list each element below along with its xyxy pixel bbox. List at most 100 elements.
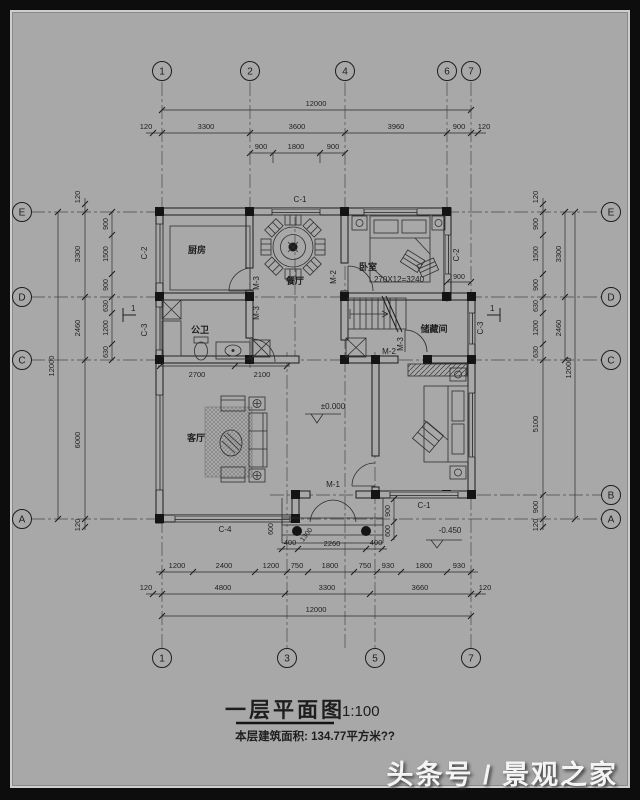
dim-text: 600 xyxy=(268,523,275,535)
axis-label: E xyxy=(608,208,615,219)
dim-text: 900 xyxy=(453,274,465,281)
dim-text: 2260 xyxy=(324,539,341,548)
room-label-storage: 储藏间 xyxy=(420,323,447,334)
dim-text: 1500 xyxy=(103,246,110,262)
dim-text: 630 xyxy=(533,346,540,358)
bed-bedroom1 xyxy=(351,215,446,283)
axis-bubble-bottom-3: 3 xyxy=(277,648,297,668)
dim-text: 900 xyxy=(327,142,340,151)
dim-text: 5100 xyxy=(531,416,540,433)
axis-bubble-right-C: C xyxy=(601,350,621,370)
dim-text: 2400 xyxy=(216,561,233,570)
axis-bubble-right-B: B xyxy=(601,485,621,505)
dim-text: 400 xyxy=(284,538,297,547)
axis-label: 1 xyxy=(159,654,165,665)
axis-bubble-left-E: E xyxy=(12,202,32,222)
door-label-m2-storage: M-2 xyxy=(382,347,396,356)
level-text: -0.450 xyxy=(439,526,462,535)
axis-bubble-bottom-1: 1 xyxy=(152,648,172,668)
axis-bubble-right-D: D xyxy=(601,287,621,307)
dim-text: 4800 xyxy=(215,583,232,592)
staircase xyxy=(347,295,407,333)
floor-box-1 xyxy=(252,339,271,358)
axis-bubble-left-C: C xyxy=(12,350,32,370)
window-label-c2-left: C-2 xyxy=(140,246,149,259)
dim-text: 750 xyxy=(359,561,372,570)
living-room-set xyxy=(204,395,268,483)
axis-grid-lines xyxy=(31,82,602,649)
axis-label: A xyxy=(608,515,615,526)
dim-text: 2700 xyxy=(189,370,206,379)
dim-text: 630 xyxy=(533,300,540,312)
dim-text: 630 xyxy=(103,300,110,312)
axis-label: A xyxy=(19,515,26,526)
level-porch: -0.450 xyxy=(426,526,462,549)
door-m1-arc xyxy=(309,499,357,523)
axis-label: C xyxy=(607,356,614,367)
dim-text: 600 xyxy=(385,525,392,537)
plan-labels: 厨房 餐厅 卧室 270X12=3240 公卫 客厅 储藏间 C-1 C-2 C… xyxy=(140,195,485,534)
axis-label: D xyxy=(607,293,614,304)
title-block: 一层平面图 1:100 本层建筑面积: 134.77平方米?? xyxy=(225,699,395,743)
drawing-title: 一层平面图 xyxy=(225,699,345,722)
dining-table xyxy=(260,214,326,280)
dim-text: 120 xyxy=(531,191,540,204)
axis-label: 4 xyxy=(342,67,348,78)
axis-bubble-left-A: A xyxy=(12,509,32,529)
window-label-c3-right: C-3 xyxy=(476,321,485,334)
dimensions-top: 12000 120 3300 3600 3960 900 120 900 180… xyxy=(140,99,491,163)
dim-text: 3300 xyxy=(73,246,82,263)
dim-text: 1500 xyxy=(533,246,540,262)
window-c2-left xyxy=(155,223,164,284)
axis-bubble-left-D: D xyxy=(12,287,32,307)
dim-text: 3660 xyxy=(412,583,429,592)
room-label-kitchen: 厨房 xyxy=(188,244,206,255)
axis-label: 1 xyxy=(159,67,165,78)
dim-text: 2460 xyxy=(73,320,82,337)
axis-bubbles: 1 2 4 6 7 1 3 5 7 E D C A E D C B A xyxy=(12,61,621,668)
window-c2-right xyxy=(444,234,453,275)
window-c4-bottom xyxy=(174,515,291,524)
dim-text: 900 xyxy=(531,501,540,514)
door-label-m2-bedroom1: M-2 xyxy=(329,270,338,284)
dimensions-bottom: 1200 2400 1200 750 1800 750 930 1800 930… xyxy=(140,561,491,620)
door-label-m1: M-1 xyxy=(326,480,340,489)
axis-label: 2 xyxy=(247,67,253,78)
floor-box-2 xyxy=(345,337,367,358)
door-m2-bedroom1-arc xyxy=(347,265,374,292)
door-storage-arc xyxy=(404,329,428,353)
drawing-paper xyxy=(10,10,630,788)
dim-text: 1200 xyxy=(103,320,110,336)
axis-bubble-top-4: 4 xyxy=(335,61,355,81)
dimensions-inplan: 2700 2100 400 2260 400 600 900 600 1300 … xyxy=(156,274,475,553)
section-number: 1 xyxy=(490,304,495,313)
dim-text: 900 xyxy=(385,505,392,517)
dim-text: 900 xyxy=(533,279,540,291)
dim-text: 930 xyxy=(453,561,466,570)
dim-text: 930 xyxy=(382,561,395,570)
door-m2-bedroom2-arc xyxy=(351,462,376,487)
door-label-m3-storage: M-3 xyxy=(396,337,405,351)
dim-text: 1800 xyxy=(416,561,433,570)
dim-text: 900 xyxy=(453,122,466,131)
dim-text: 2100 xyxy=(254,370,271,379)
dim-text: 120 xyxy=(478,122,491,131)
dim-text: 120 xyxy=(73,191,82,204)
window-label-c1-top: C-1 xyxy=(294,195,307,204)
dimensions-right: 120 900 1500 900 630 1200 630 5100 900 1… xyxy=(531,191,579,531)
axis-label: B xyxy=(608,491,615,502)
dim-text: 750 xyxy=(291,561,304,570)
stair-note: 270X12=3240 xyxy=(374,275,425,284)
door-label-m3-kitchen: M-3 xyxy=(252,276,261,290)
dim-text: 120 xyxy=(140,583,153,592)
door-m3-bath-arc xyxy=(251,338,276,363)
door-label-m3-bath: M-3 xyxy=(252,306,261,320)
axis-label: 7 xyxy=(468,67,474,78)
axis-label: 6 xyxy=(444,67,450,78)
entry-porch xyxy=(281,498,384,544)
level-main: ±0.000 xyxy=(305,402,346,424)
dim-text: 12000 xyxy=(564,358,573,379)
dim-text: 3300 xyxy=(198,122,215,131)
